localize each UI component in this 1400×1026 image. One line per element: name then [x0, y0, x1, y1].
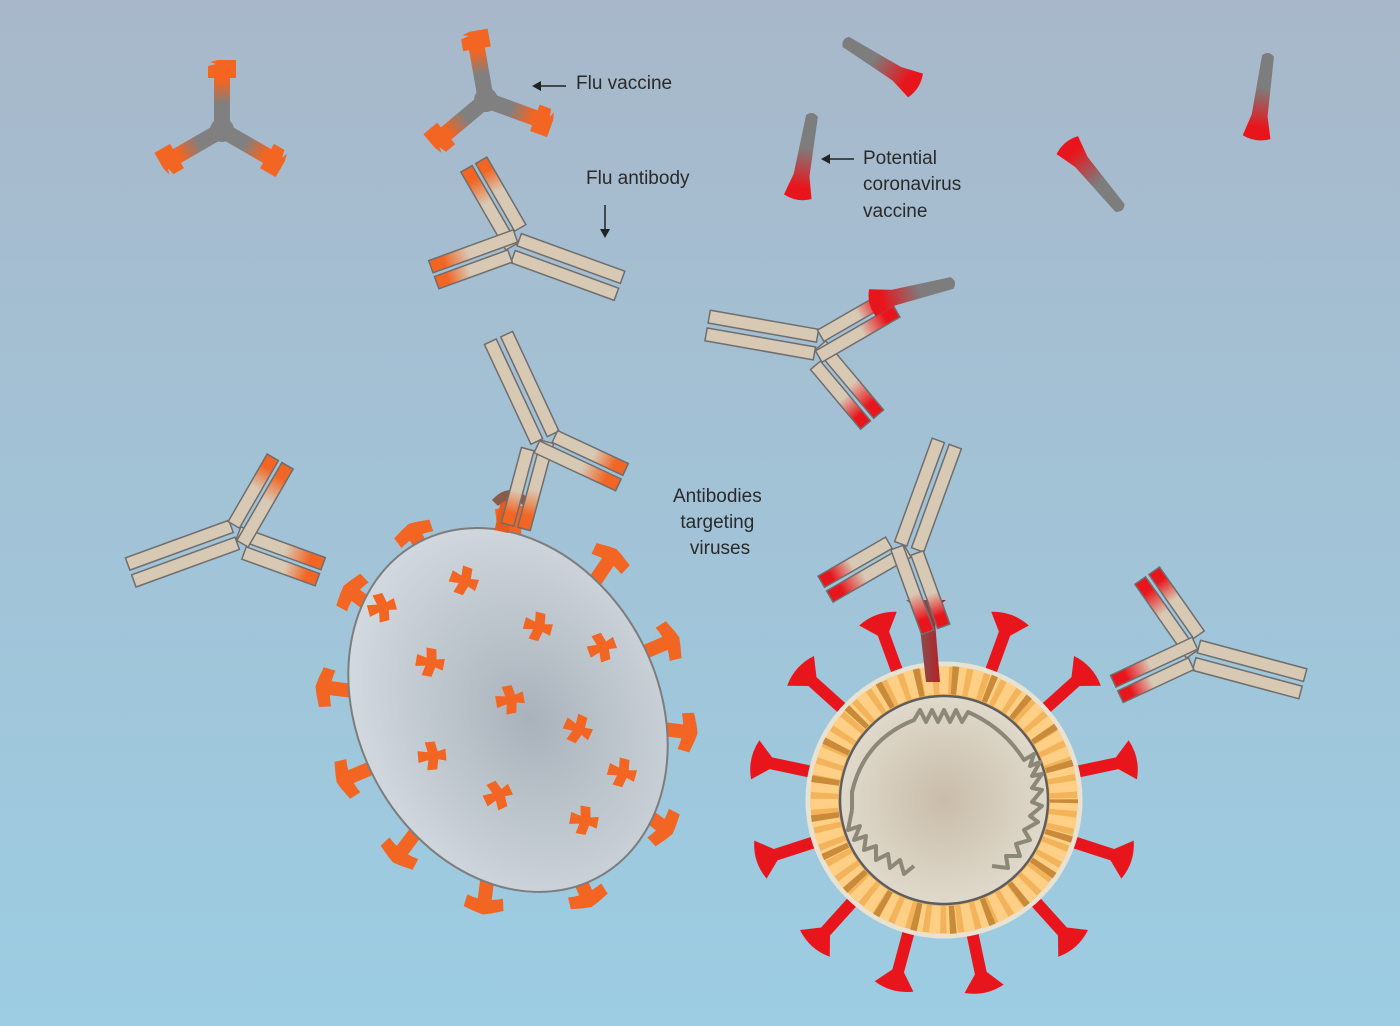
flu-vaccine-arrow-icon: [532, 81, 566, 91]
antibodies-targeting-label-line2: targeting: [680, 512, 754, 533]
antibodies-targeting-label-line3: viruses: [690, 538, 750, 559]
coronavirus: [747, 608, 1141, 997]
coronavirus-vaccine-label: Potential coronavirus vaccine: [863, 148, 967, 222]
coronavirus-spike-bound: [906, 600, 946, 682]
antibodies-targeting-label-line1: Antibodies: [673, 486, 762, 507]
coronavirus-vaccine-label-line3: vaccine: [863, 201, 927, 222]
coronavirus-rna: [846, 708, 1044, 876]
coronavirus-vaccine-label-line2: coronavirus: [863, 174, 961, 195]
flu-vaccine-label: Flu vaccine: [576, 73, 672, 94]
coronavirus-vaccine-arrow-icon: [821, 154, 854, 164]
coronavirus-vaccine-label-line1: Potential: [863, 148, 937, 169]
antibodies-targeting-viruses-label: Antibodies targeting viruses: [673, 486, 767, 559]
coronavirus-core: [838, 694, 1050, 906]
flu-antibody-label: Flu antibody: [586, 168, 690, 189]
flu-antibody-arrow-icon: [600, 205, 610, 238]
